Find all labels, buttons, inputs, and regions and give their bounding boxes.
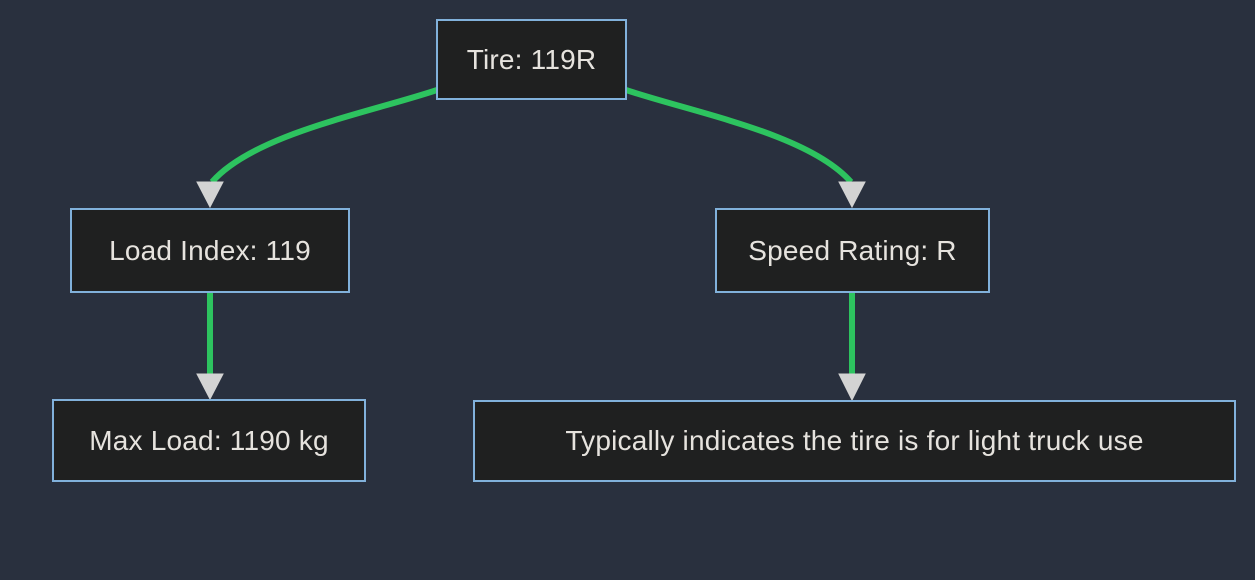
arrow-down-icon	[838, 373, 866, 402]
edge-tire-load-index	[209, 87, 438, 184]
node-light-truck-note-label: Typically indicates the tire is for ligh…	[565, 425, 1144, 456]
node-max-load-label: Max Load: 1190 kg	[89, 424, 329, 456]
node-speed-rating-label: Speed Rating: R	[748, 234, 957, 266]
node-load-index: Load Index: 119	[70, 208, 350, 293]
arrow-down-icon	[838, 181, 866, 209]
node-tire-label: Tire: 119R	[466, 43, 597, 75]
node-max-load: Max Load: 1190 kg	[52, 399, 366, 482]
node-tire: Tire: 119R	[436, 19, 627, 100]
arrow-down-icon	[196, 373, 224, 401]
node-light-truck-note: Typically indicates the tire is for ligh…	[473, 400, 1236, 482]
edge-tire-speed-rating	[625, 87, 854, 184]
arrow-down-icon	[196, 181, 224, 209]
node-load-index-label: Load Index: 119	[109, 234, 311, 266]
node-speed-rating: Speed Rating: R	[715, 208, 990, 293]
